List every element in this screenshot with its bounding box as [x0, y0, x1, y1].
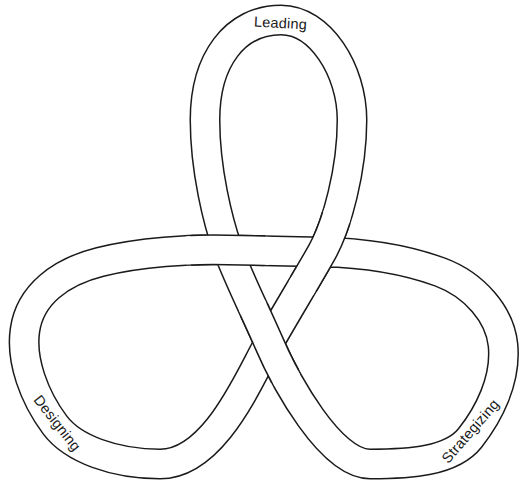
band-over-outline	[100, 250, 322, 262]
band-over-fill	[269, 120, 352, 343]
band-over-fill	[100, 250, 322, 262]
knot-band	[24, 20, 503, 464]
band-fill	[24, 20, 503, 464]
loop-label: Leading	[254, 14, 308, 31]
band-over-outline	[228, 250, 370, 464]
band-outline	[24, 20, 503, 464]
band-over-outline	[269, 120, 352, 343]
loop-label: Designing	[31, 392, 83, 453]
band-over-fill	[228, 250, 370, 464]
loop-label: Strategizing	[439, 396, 502, 465]
